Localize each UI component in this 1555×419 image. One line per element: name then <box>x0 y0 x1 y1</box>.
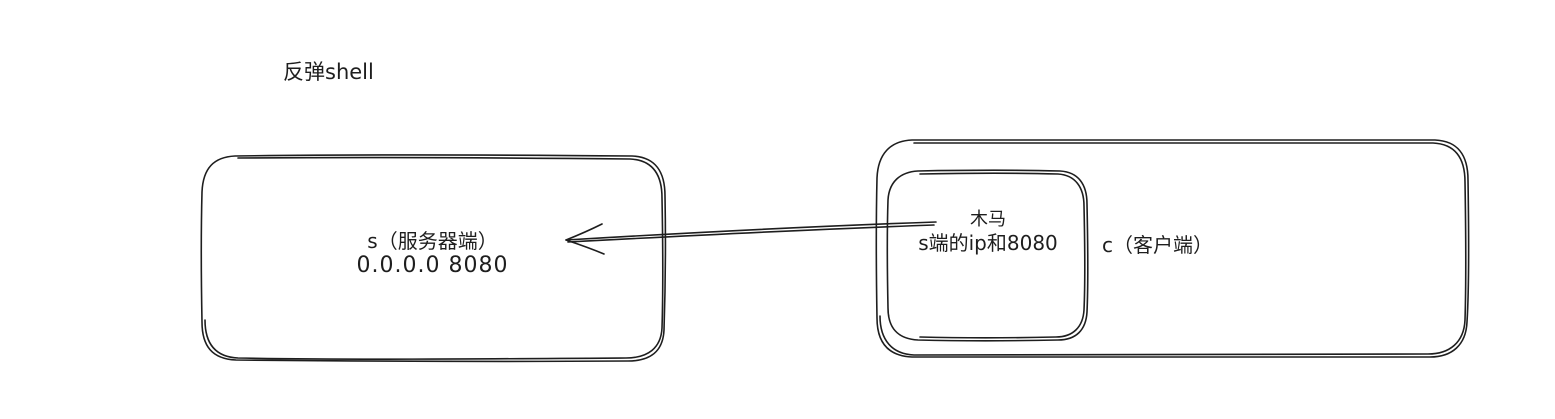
server-label: s（服务器端） 0.0.0.0 8080 <box>300 229 565 279</box>
server-address: 0.0.0.0 8080 <box>356 253 509 278</box>
diagram-title: 反弹shell <box>283 60 374 84</box>
trojan-label: 木马 s端的ip和8080 <box>893 209 1083 255</box>
server-box <box>200 154 667 363</box>
trojan-box <box>886 169 1089 342</box>
client-box <box>875 138 1470 359</box>
trojan-target: s端的ip和8080 <box>918 230 1058 255</box>
arrow-head <box>565 223 605 255</box>
trojan-name: 木马 <box>970 209 1006 230</box>
server-name: s（服务器端） <box>367 229 498 253</box>
client-label: c（客户端） <box>1102 233 1213 257</box>
arrow-shaft <box>565 221 937 241</box>
reverse-connection-arrow <box>565 221 937 255</box>
